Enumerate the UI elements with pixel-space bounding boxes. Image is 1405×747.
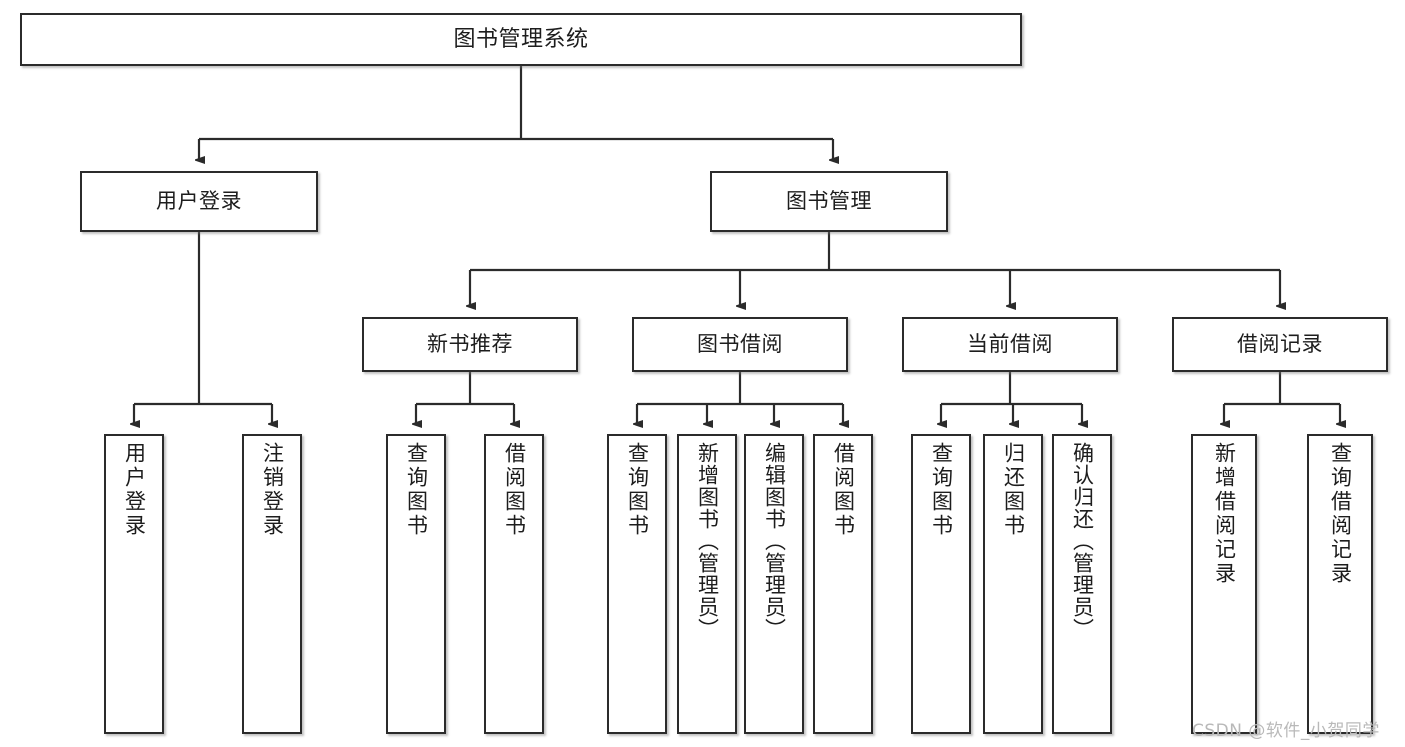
node-leaf-add-record-label: 新增借阅记录 (1212, 442, 1237, 586)
node-root-label: 图书管理系统 (453, 26, 589, 52)
node-leaf-user-login-label: 用户登录 (122, 442, 147, 538)
node-leaf-confirm-return-label: 确认归还（管理员） (1070, 442, 1095, 640)
node-leaf-borrow-book-1[interactable]: 借阅图书 (484, 434, 544, 734)
node-leaf-user-logout-label: 注销登录 (260, 442, 285, 538)
node-leaf-query-book-1[interactable]: 查询图书 (386, 434, 446, 734)
node-new-book-recommend[interactable]: 新书推荐 (362, 317, 578, 372)
node-leaf-user-login[interactable]: 用户登录 (104, 434, 164, 734)
node-leaf-confirm-return[interactable]: 确认归还（管理员） (1052, 434, 1112, 734)
node-leaf-query-book-2-label: 查询图书 (625, 442, 650, 538)
node-borrow-record-label: 借阅记录 (1237, 332, 1323, 357)
node-book-manage[interactable]: 图书管理 (710, 171, 948, 232)
node-leaf-query-record[interactable]: 查询借阅记录 (1307, 434, 1373, 734)
node-borrow-record[interactable]: 借阅记录 (1172, 317, 1388, 372)
node-leaf-query-record-label: 查询借阅记录 (1328, 442, 1353, 586)
node-book-manage-label: 图书管理 (786, 189, 872, 214)
node-leaf-add-record[interactable]: 新增借阅记录 (1191, 434, 1257, 734)
node-leaf-borrow-book-2-label: 借阅图书 (831, 442, 856, 538)
node-leaf-borrow-book-1-label: 借阅图书 (502, 442, 527, 538)
node-book-borrow-label: 图书借阅 (697, 332, 783, 357)
node-leaf-return-book[interactable]: 归还图书 (983, 434, 1043, 734)
node-leaf-add-book-label: 新增图书（管理员） (695, 442, 720, 640)
node-current-borrow-label: 当前借阅 (967, 332, 1053, 357)
node-new-book-recommend-label: 新书推荐 (427, 332, 513, 357)
node-leaf-return-book-label: 归还图书 (1001, 442, 1026, 538)
node-leaf-borrow-book-2[interactable]: 借阅图书 (813, 434, 873, 734)
node-current-borrow[interactable]: 当前借阅 (902, 317, 1118, 372)
node-leaf-edit-book[interactable]: 编辑图书（管理员） (744, 434, 804, 734)
node-leaf-query-book-3-label: 查询图书 (929, 442, 954, 538)
node-leaf-query-book-2[interactable]: 查询图书 (607, 434, 667, 734)
csdn-watermark: CSDN @软件_小贺同学 (1192, 721, 1380, 741)
node-leaf-edit-book-label: 编辑图书（管理员） (762, 442, 787, 640)
node-user-login[interactable]: 用户登录 (80, 171, 318, 232)
node-book-borrow[interactable]: 图书借阅 (632, 317, 848, 372)
node-leaf-user-logout[interactable]: 注销登录 (242, 434, 302, 734)
node-root[interactable]: 图书管理系统 (20, 13, 1022, 66)
node-leaf-query-book-1-label: 查询图书 (404, 442, 429, 538)
node-leaf-add-book[interactable]: 新增图书（管理员） (677, 434, 737, 734)
node-leaf-query-book-3[interactable]: 查询图书 (911, 434, 971, 734)
node-user-login-label: 用户登录 (156, 189, 242, 214)
